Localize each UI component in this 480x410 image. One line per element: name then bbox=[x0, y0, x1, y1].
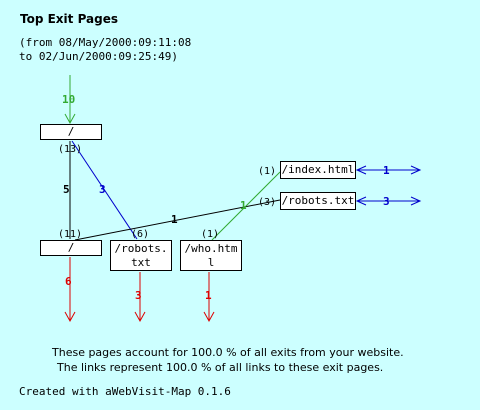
date-range-end: to 02/Jun/2000:09:25:49) bbox=[19, 50, 178, 63]
node-robots-low-label-line1: /robots. bbox=[114, 242, 168, 255]
edge-who-to-index-label: 1 bbox=[240, 199, 247, 212]
edge-root-to-robots-low bbox=[71, 140, 138, 240]
edge-root-to-exit-root-label: 5 bbox=[63, 183, 70, 196]
node-exit-root[interactable]: / bbox=[40, 240, 102, 256]
summary-links: The links represent 100.0 % of all links… bbox=[57, 361, 384, 374]
summary-exits: These pages account for 100.0 % of all e… bbox=[52, 346, 404, 359]
node-root[interactable]: / bbox=[40, 124, 102, 140]
exit-arrow-robots-head bbox=[134, 311, 146, 323]
edge-who-to-index bbox=[211, 171, 281, 241]
who-count: (1) bbox=[201, 229, 219, 240]
root-count: (13) bbox=[58, 144, 82, 155]
index-link-arrowhead-right bbox=[410, 165, 422, 175]
edge-root-to-robots-low-label: 3 bbox=[99, 183, 106, 196]
exit-robots-count-label: 3 bbox=[135, 289, 142, 302]
exit-root-count-label: 6 bbox=[65, 275, 72, 288]
entry-count-label: 10 bbox=[62, 93, 75, 106]
exit-who-count-label: 1 bbox=[205, 289, 212, 302]
node-root-label: / bbox=[67, 125, 75, 138]
node-robots-low[interactable]: /robots. txt bbox=[110, 240, 172, 271]
robots-right-count: (3) bbox=[258, 197, 276, 208]
index-count: (1) bbox=[258, 166, 276, 177]
node-who-label-line2: l bbox=[207, 256, 215, 269]
exit-arrow-who-head bbox=[203, 311, 215, 323]
index-link-label: 1 bbox=[383, 164, 390, 177]
index-link-arrowhead-left bbox=[355, 165, 367, 175]
exit-arrow-root-head bbox=[64, 311, 76, 323]
robots-right-link-label: 3 bbox=[383, 195, 390, 208]
node-exit-root-label: / bbox=[67, 241, 75, 254]
robots-right-link-arrowhead-left bbox=[355, 196, 367, 206]
date-range-start: (from 08/May/2000:09:11:08 bbox=[19, 36, 192, 49]
robots-low-count: (6) bbox=[131, 229, 149, 240]
node-who[interactable]: /who.htm l bbox=[180, 240, 242, 271]
node-robots-right[interactable]: /robots.txt bbox=[280, 192, 356, 210]
node-index-label: /index.html bbox=[281, 163, 355, 176]
node-index[interactable]: /index.html bbox=[280, 161, 356, 179]
page-title: Top Exit Pages bbox=[20, 12, 119, 26]
node-who-label-line1: /who.htm bbox=[184, 242, 238, 255]
node-robots-right-label: /robots.txt bbox=[281, 194, 355, 207]
edge-exit-root-to-robots-right-label: 1 bbox=[171, 213, 178, 226]
entry-arrowhead bbox=[64, 113, 76, 125]
credit-line: Created with aWebVisit-Map 0.1.6 bbox=[19, 385, 231, 398]
robots-right-link-arrowhead-right bbox=[410, 196, 422, 206]
exit-root-count: (11) bbox=[58, 229, 82, 240]
node-robots-low-label-line2: txt bbox=[131, 256, 151, 269]
